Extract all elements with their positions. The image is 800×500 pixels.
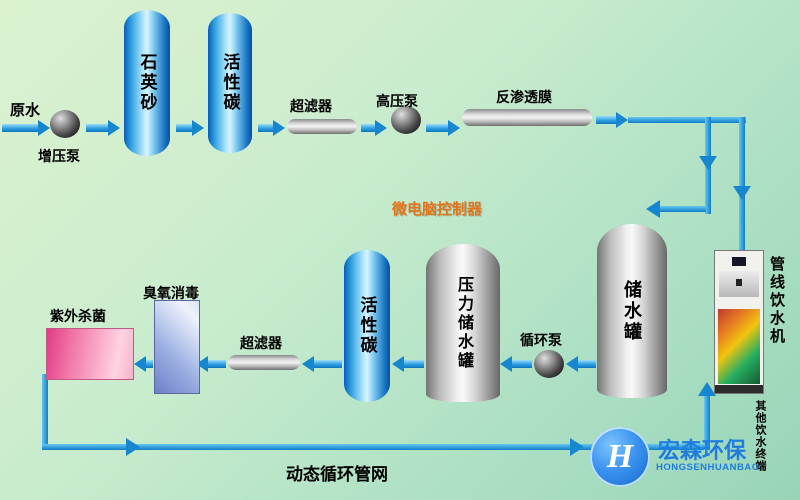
ozone-unit [154, 300, 200, 394]
arrowhead [375, 120, 387, 136]
pipe-segment [628, 117, 746, 123]
dispenser-panel [719, 271, 759, 297]
arrow-bar [361, 124, 375, 132]
arrowhead [134, 356, 146, 372]
arrowhead [566, 356, 578, 372]
arrow-bar [176, 124, 192, 132]
flow-arrow [566, 356, 596, 372]
quartz-sand-label: 石英砂 [137, 53, 157, 113]
activated-carbon-label-2: 活性碳 [357, 296, 377, 356]
activated-carbon-column-1: 活性碳 [208, 13, 252, 153]
flow-arrow [196, 356, 226, 372]
arrow-bar [146, 360, 153, 368]
pressure-tank-label: 压力储水罐 [455, 275, 472, 371]
dispenser-tap [736, 279, 742, 286]
pipe-segment [660, 206, 706, 212]
ultrafilter-2 [228, 355, 300, 370]
arrowhead [273, 120, 285, 136]
pipe-segment [739, 117, 745, 252]
flow-arrow [392, 356, 424, 372]
pipe-network-label: 动态循环管网 [286, 465, 388, 484]
flow-arrow [86, 120, 120, 136]
flow-arrow [500, 356, 532, 372]
flow-arrow [596, 112, 628, 128]
arrowhead [646, 200, 660, 218]
ro-membrane-label: 反渗透膜 [496, 89, 552, 105]
arrowhead [733, 186, 751, 200]
arrow-bar [596, 116, 616, 124]
ultrafilter-1-label: 超滤器 [290, 98, 332, 114]
ultrafilter-2-label: 超滤器 [240, 335, 282, 351]
arrowhead [698, 382, 716, 396]
flow-arrow [258, 120, 285, 136]
ozone-label: 臭氧消毒 [143, 285, 199, 301]
activated-carbon-column-2: 活性碳 [344, 250, 390, 402]
arrowhead [448, 120, 460, 136]
controller-label: 微电脑控制器 [392, 201, 483, 218]
activated-carbon-label-1: 活性碳 [220, 53, 240, 113]
other-terminals-label: 其他饮水终端 [754, 400, 766, 472]
high-pressure-pump-label: 高压泵 [376, 93, 418, 109]
arrow-bar [426, 124, 448, 132]
pipe-segment [42, 374, 48, 448]
arrow-bar [86, 124, 108, 132]
quartz-sand-column: 石英砂 [124, 10, 170, 156]
circulation-pump-label: 循环泵 [520, 332, 562, 348]
arrowhead [302, 356, 314, 372]
pressure-tank: 压力储水罐 [426, 244, 500, 402]
arrow-bar [578, 360, 596, 368]
flow-arrow [134, 356, 153, 372]
water-dispenser [714, 250, 764, 394]
booster-pump-label: 增压泵 [38, 148, 80, 164]
arrow-bar [404, 360, 424, 368]
dispenser-label: 管线饮水机 [768, 256, 785, 346]
dispenser-artwork [718, 309, 760, 384]
arrowhead [616, 112, 628, 128]
arrow-bar [208, 360, 226, 368]
ro-membrane [462, 109, 592, 126]
flow-arrow [2, 120, 50, 136]
dispenser-display [732, 257, 746, 266]
raw-water-label: 原水 [10, 102, 41, 119]
dispenser-base [715, 385, 763, 393]
arrowhead [392, 356, 404, 372]
arrowhead [192, 120, 204, 136]
logo-monogram: H [606, 438, 634, 475]
storage-tank-label: 储水罐 [622, 279, 642, 343]
arrow-bar [258, 124, 273, 132]
arrowhead [126, 438, 140, 456]
flow-arrow [176, 120, 204, 136]
arrowhead [570, 438, 584, 456]
logo-text-cn: 宏森环保 [658, 438, 747, 463]
arrowhead [500, 356, 512, 372]
logo-text-en: HONGSENHUANBAO [656, 462, 760, 473]
arrow-bar [2, 124, 38, 132]
booster-pump [50, 110, 80, 138]
arrowhead [38, 120, 50, 136]
uv-label: 紫外杀菌 [50, 308, 106, 324]
arrow-bar [512, 360, 532, 368]
arrow-bar [314, 360, 342, 368]
flow-arrow [426, 120, 460, 136]
logo-icon: H [590, 427, 650, 487]
flow-arrow [302, 356, 342, 372]
arrowhead [108, 120, 120, 136]
circulation-pump [534, 350, 564, 378]
uv-unit [46, 328, 134, 380]
ultrafilter-1 [287, 119, 357, 134]
high-pressure-pump [391, 106, 421, 134]
flow-arrow [361, 120, 387, 136]
pipe-segment [42, 444, 710, 450]
pipe-segment [704, 396, 710, 450]
arrowhead [699, 156, 717, 170]
storage-tank: 储水罐 [597, 224, 667, 398]
